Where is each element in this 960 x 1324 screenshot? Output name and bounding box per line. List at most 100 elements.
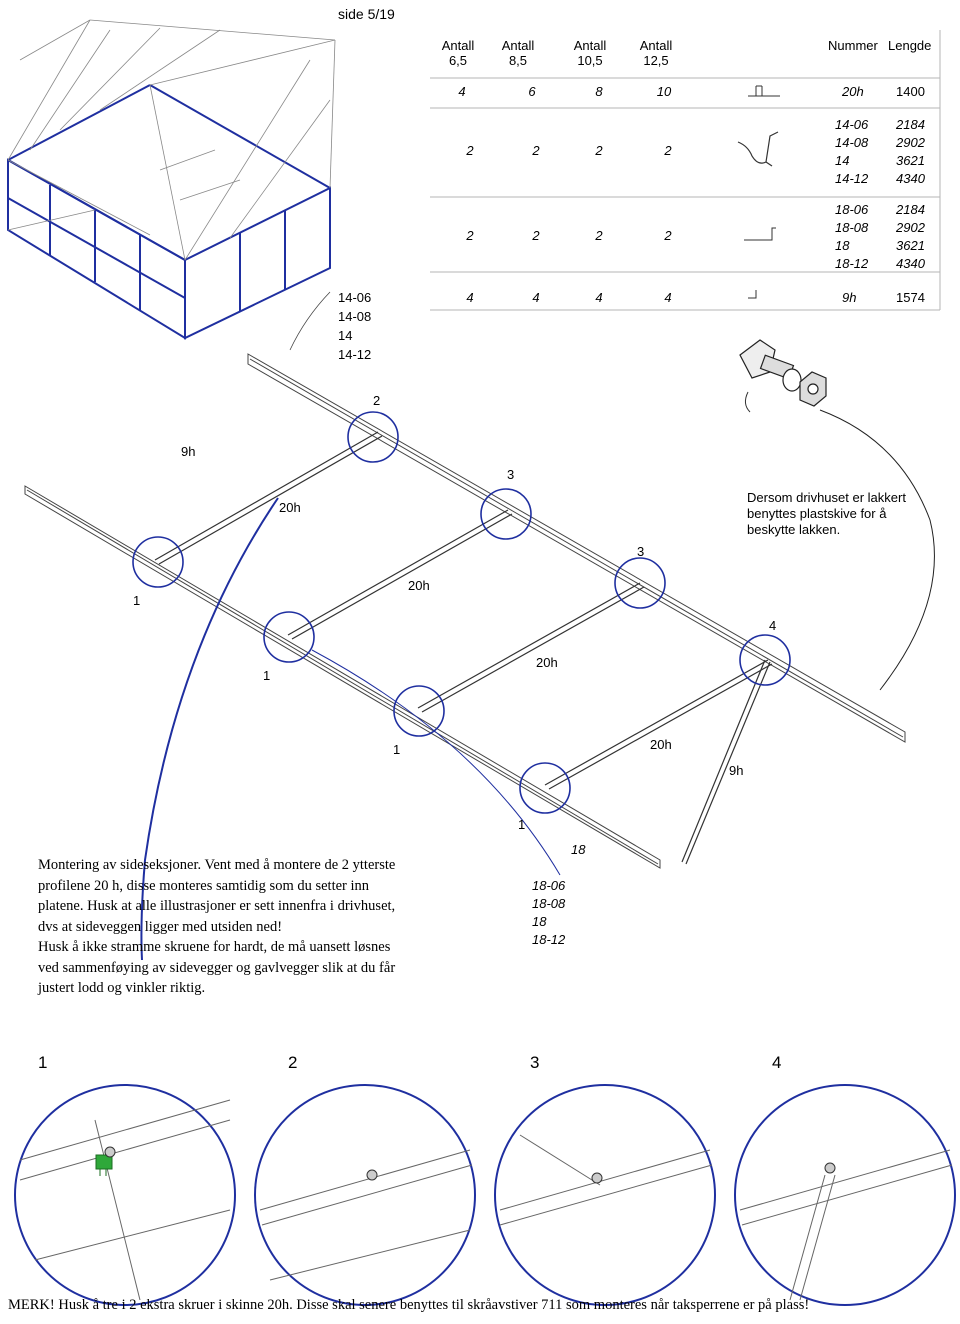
instruction-paragraph: Montering av sideseksjoner. Vent med å m… (38, 857, 396, 935)
callout-2: 2 (373, 393, 381, 408)
row2-length: 4340 (896, 171, 925, 186)
header-size-label: 6,5 (448, 53, 468, 68)
greenhouse-roof-wireframe (7, 19, 336, 261)
part-label: 18-06 (532, 878, 566, 893)
header-antall-10-5: Antall 10,5 (560, 38, 620, 68)
part-label: 14-12 (338, 347, 372, 362)
instruction-paragraph: Husk å ikke stramme skruene for hardt, d… (38, 939, 396, 996)
header-lengde: Lengde (888, 38, 932, 53)
detail-circles (14, 1084, 956, 1306)
row1-qty-10-5: 8 (595, 84, 603, 99)
header-size-label: 10,5 (577, 53, 603, 68)
callout-4: 4 (769, 618, 777, 633)
callout-18: 18 (571, 842, 586, 857)
row3-numbers: 18-06 18-08 18 18-12 (835, 201, 868, 273)
row4-qty-12-5: 4 (664, 290, 672, 305)
row3-length: 3621 (896, 238, 925, 253)
row2-length: 3621 (896, 153, 925, 168)
callout-3a: 3 (507, 467, 515, 482)
green-plastic-washer (95, 1154, 113, 1176)
row3-lengths: 2184 2902 3621 4340 (896, 201, 925, 273)
row3-number: 18-06 (835, 202, 869, 217)
cross-rails (154, 431, 773, 865)
callout-circles (132, 411, 791, 814)
row1-qty-6-5: 4 (458, 84, 466, 99)
header-antall-label: Antall (573, 38, 607, 53)
row2-number: 14 (835, 153, 850, 168)
row2-number: 14-06 (835, 117, 869, 132)
header-antall-label: Antall (441, 38, 475, 53)
row3-length: 4340 (896, 256, 925, 271)
header-antall-label: Antall (639, 38, 673, 53)
bolt-nut-illustration (739, 339, 827, 407)
footer-warning: MERK! Husk å tre i 2 ekstra skruer i ski… (8, 1297, 810, 1313)
header-size-label: 12,5 (643, 53, 669, 68)
assembly-instructions: Montering av sideseksjoner. Vent med å m… (38, 855, 410, 999)
row2-qty-12-5: 2 (664, 143, 672, 158)
row3-length: 2184 (896, 202, 925, 217)
row1-length: 1400 (896, 84, 925, 99)
row4-qty-10-5: 4 (595, 290, 603, 305)
callout-1a: 1 (133, 593, 141, 608)
header-antall-8-5: Antall 8,5 (488, 38, 548, 68)
detail-number-2: 2 (288, 1053, 298, 1072)
brace-profile-icon (748, 290, 757, 299)
row2-length: 2902 (896, 135, 925, 150)
detail-bolts (104, 1146, 836, 1184)
row1-qty-8-5: 6 (528, 84, 536, 99)
row3-number: 18 (835, 238, 850, 253)
part-label: 18 (532, 914, 547, 929)
row4-length: 1574 (896, 290, 925, 305)
header-nummer: Nummer (828, 38, 878, 53)
detail-number-4: 4 (772, 1053, 782, 1072)
frame-part-labels: 14-06 14-08 14 14-12 (338, 288, 371, 364)
callout-20h-d: 20h (650, 737, 672, 752)
part-label: 14-08 (338, 309, 372, 324)
row1-number: 20h (842, 84, 864, 99)
callout-20h-a: 20h (279, 500, 301, 515)
angle-profile-icon (744, 227, 776, 241)
detail-number-3: 3 (530, 1053, 540, 1072)
callout-1b: 1 (263, 668, 271, 683)
greenhouse-frame-illustration (7, 84, 331, 340)
row3-qty-8-5: 2 (532, 228, 540, 243)
header-antall-label: Antall (501, 38, 535, 53)
row2-number: 14-08 (835, 135, 869, 150)
main-rails (24, 353, 906, 869)
page-number: side 5/19 (338, 6, 395, 22)
callout-20h-c: 20h (536, 655, 558, 670)
table-grid (430, 30, 941, 311)
row2-qty-6-5: 2 (466, 143, 474, 158)
row3-qty-10-5: 2 (595, 228, 603, 243)
row2-numbers: 14-06 14-08 14 14-12 (835, 116, 868, 188)
row1-qty-12-5: 10 (656, 84, 672, 99)
detail-internal-lines (19, 1099, 953, 1301)
side-part-labels: 18-06 18-08 18 18-12 (532, 877, 565, 949)
row4-qty-6-5: 4 (466, 290, 474, 305)
part-label: 18-12 (532, 932, 566, 947)
row2-length: 2184 (896, 117, 925, 132)
row3-number: 18-08 (835, 220, 869, 235)
row4-number: 9h (842, 290, 857, 305)
header-antall-6-5: Antall 6,5 (428, 38, 488, 68)
part-label: 14-06 (338, 290, 372, 305)
row2-lengths: 2184 2902 3621 4340 (896, 116, 925, 188)
row2-qty-8-5: 2 (532, 143, 540, 158)
row2-qty-10-5: 2 (595, 143, 603, 158)
row3-length: 2902 (896, 220, 925, 235)
callout-9h-top: 9h (181, 444, 196, 459)
part-label: 14 (338, 328, 353, 343)
header-antall-12-5: Antall 12,5 (626, 38, 686, 68)
row4-qty-8-5: 4 (532, 290, 540, 305)
row3-qty-6-5: 2 (466, 228, 474, 243)
callout-3b: 3 (637, 544, 645, 559)
lacquer-note: Dersom drivhuset er lakkert benyttes pla… (747, 490, 906, 537)
part-label: 18-08 (532, 896, 566, 911)
callout-9h-right: 9h (729, 763, 744, 778)
header-size-label: 8,5 (508, 53, 528, 68)
row2-number: 14-12 (835, 171, 869, 186)
callout-1d: 1 (518, 817, 526, 832)
callout-20h-b: 20h (408, 578, 430, 593)
gutter-profile-icon (737, 131, 779, 167)
